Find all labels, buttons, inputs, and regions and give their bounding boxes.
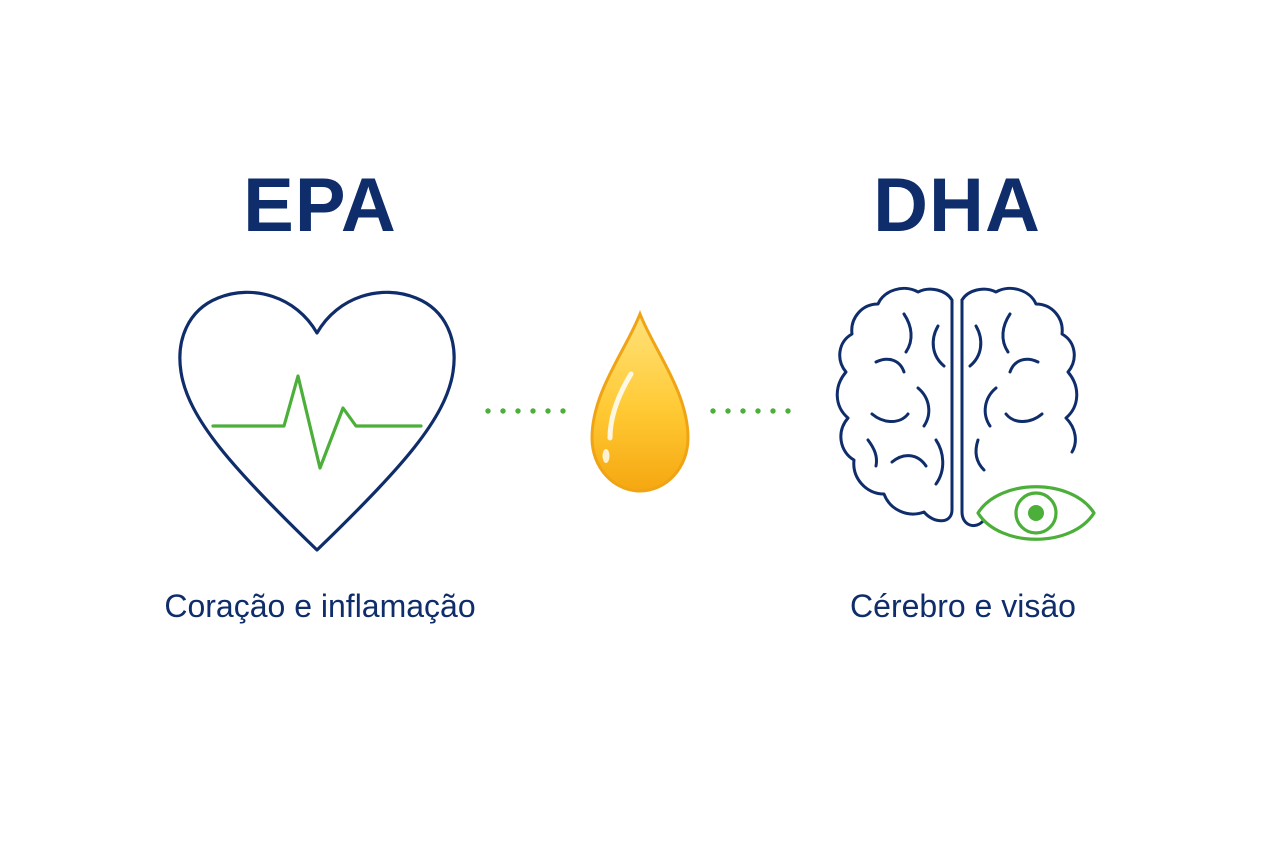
dha-title: DHA bbox=[873, 163, 1041, 248]
heartbeat-icon bbox=[211, 374, 423, 470]
oil-drop-icon bbox=[590, 309, 690, 493]
eye-icon bbox=[976, 485, 1096, 541]
connector-right-dots bbox=[710, 408, 791, 414]
epa-title: EPA bbox=[243, 163, 397, 248]
brain-icon bbox=[835, 287, 1079, 528]
connector-left-dots bbox=[485, 408, 566, 414]
epa-caption: Coração e inflamação bbox=[164, 588, 476, 624]
heart-icon bbox=[178, 290, 456, 552]
dha-caption: Cérebro e visão bbox=[850, 588, 1076, 624]
